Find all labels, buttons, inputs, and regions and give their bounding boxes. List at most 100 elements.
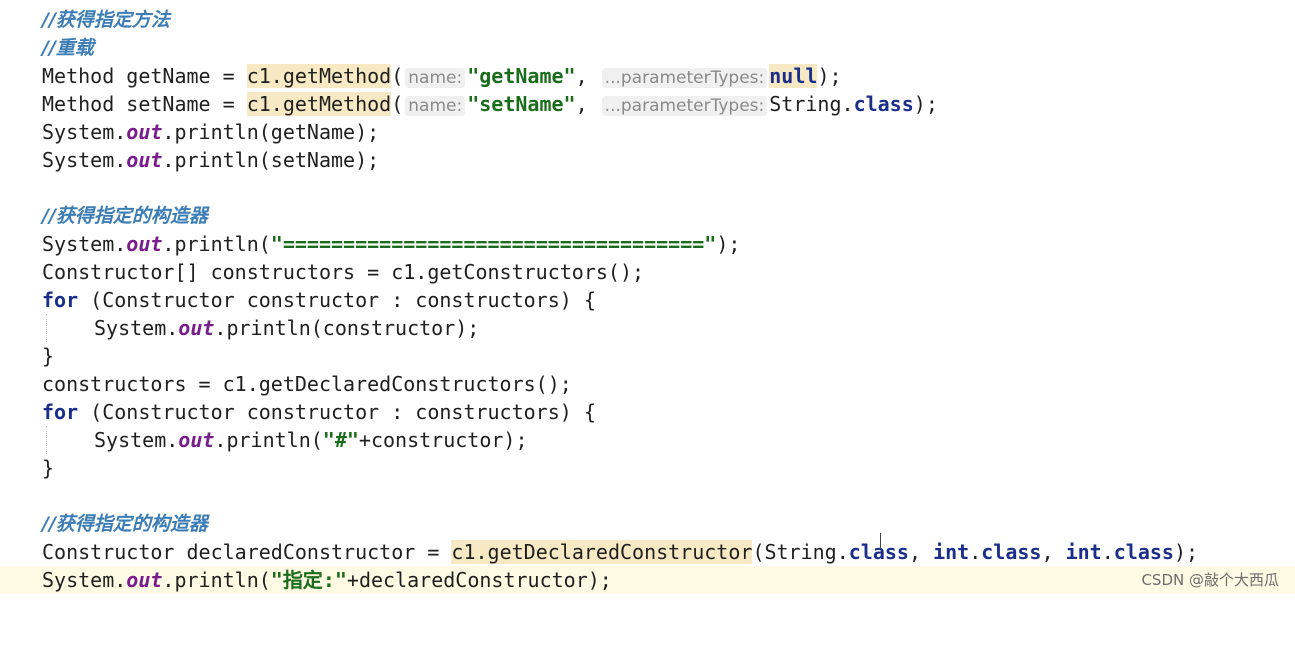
keyword-class: class [981, 540, 1042, 564]
code-token: . [1101, 540, 1114, 564]
code-token: , [908, 540, 934, 564]
code-text: constructors = c1.getDeclaredConstructor… [42, 372, 572, 396]
code-line[interactable]: for (Constructor constructor : construct… [0, 398, 596, 426]
code-line[interactable]: //获得指定方法 [0, 6, 170, 34]
code-token: .println(getName); [162, 120, 380, 144]
code-line[interactable]: //获得指定的构造器 [0, 510, 208, 538]
code-text: System.out.println("#"+constructor); [94, 426, 528, 454]
code-token: (Constructor constructor : constructors)… [78, 288, 596, 312]
code-token: .println(setName); [162, 148, 380, 172]
code-token: .println(constructor); [214, 316, 480, 340]
keyword-int: int [933, 540, 970, 564]
code-token: . [969, 540, 982, 564]
code-token: System. [94, 428, 179, 452]
code-token: System. [42, 120, 127, 144]
code-line[interactable]: } [0, 342, 54, 370]
code-line[interactable]: Method setName = c1.getMethod(name:"setN… [0, 90, 938, 118]
keyword-for: for [42, 288, 79, 312]
static-field: out [178, 428, 215, 452]
code-token: , [575, 92, 600, 116]
code-token: .println( [214, 428, 323, 452]
code-line[interactable]: System.out.println(setName); [0, 146, 379, 174]
code-token: System. [94, 316, 179, 340]
indent-guide [46, 426, 48, 454]
comment-get-constructor: //获得指定的构造器 [42, 205, 208, 227]
code-token: ( [391, 64, 404, 88]
static-field: out [126, 148, 163, 172]
code-token: ); [1173, 540, 1199, 564]
code-token: String. [769, 92, 854, 116]
keyword-for: for [42, 400, 79, 424]
code-line-current[interactable]: System.out.println("指定:"+declaredConstru… [0, 566, 1295, 594]
method-call-highlight: c1.getMethod [246, 64, 392, 88]
indent-guide [46, 314, 48, 342]
code-line[interactable]: constructors = c1.getDeclaredConstructor… [0, 370, 572, 398]
method-call-highlight: c1.getMethod [246, 92, 392, 116]
code-text: Method setName = c1.getMethod(name:"setN… [42, 90, 938, 120]
code-editor[interactable]: //获得指定方法 //重载 Method getName = c1.getMet… [0, 0, 1295, 602]
code-token: ( [391, 92, 404, 116]
comment-get-constructor: //获得指定的构造器 [42, 513, 208, 535]
static-field: out [126, 568, 163, 592]
code-line[interactable]: } [0, 454, 54, 482]
parameter-hint-types: ...parameterTypes: [601, 96, 768, 116]
code-text: System.out.println(constructor); [94, 314, 479, 342]
code-text: for (Constructor constructor : construct… [42, 398, 596, 426]
code-line[interactable]: System.out.println(constructor); [0, 314, 479, 342]
code-token: System. [42, 232, 127, 256]
string-literal: "getName" [467, 64, 576, 88]
parameter-hint-types: ...parameterTypes: [601, 68, 768, 88]
watermark: CSDN @敲个大西瓜 [1141, 571, 1279, 589]
code-token: System. [42, 148, 127, 172]
string-literal: "指定:" [270, 568, 347, 592]
code-line[interactable]: //重载 [0, 34, 94, 62]
code-token: Constructor declaredConstructor = [42, 540, 452, 564]
code-token: System. [42, 568, 127, 592]
code-text: for (Constructor constructor : construct… [42, 286, 596, 314]
code-token: Method setName = [42, 92, 247, 116]
code-line[interactable]: System.out.println("====================… [0, 230, 740, 258]
keyword-int: int [1065, 540, 1102, 564]
comment-get-method: //获得指定方法 [42, 9, 170, 31]
static-field: out [126, 120, 163, 144]
code-line[interactable]: System.out.println(getName); [0, 118, 379, 146]
code-token: Method getName = [42, 64, 247, 88]
string-literal: "setName" [467, 92, 576, 116]
keyword-class: class [1113, 540, 1174, 564]
text-cursor-icon [880, 533, 883, 549]
keyword-class: class [853, 92, 914, 116]
keyword-class: class [848, 540, 909, 564]
code-text: Constructor declaredConstructor = c1.get… [42, 538, 1198, 566]
static-field: out [126, 232, 163, 256]
comment-overload: //重载 [42, 37, 94, 59]
code-line[interactable]: Method getName = c1.getMethod(name:"getN… [0, 62, 842, 90]
code-text: Constructor[] constructors = c1.getConst… [42, 260, 645, 284]
code-text: System.out.println("指定:"+declaredConstru… [42, 566, 612, 594]
code-token: .println( [162, 568, 271, 592]
code-text: System.out.println("====================… [42, 230, 740, 258]
code-token: (Constructor constructor : constructors)… [78, 400, 596, 424]
code-token: , [1041, 540, 1066, 564]
keyword-null: null [769, 64, 818, 88]
code-token: (String. [752, 540, 849, 564]
code-text: } [42, 456, 55, 480]
code-line[interactable]: Constructor[] constructors = c1.getConst… [0, 258, 644, 286]
code-line[interactable]: System.out.println("#"+constructor); [0, 426, 528, 454]
code-token: , [575, 64, 600, 88]
parameter-hint-name: name: [405, 96, 466, 116]
code-token: +constructor); [358, 428, 528, 452]
code-line[interactable]: for (Constructor constructor : construct… [0, 286, 596, 314]
code-token: .println( [162, 232, 271, 256]
code-token: ); [716, 232, 741, 256]
code-line[interactable]: Constructor declaredConstructor = c1.get… [0, 538, 1198, 566]
code-token: ); [913, 92, 938, 116]
method-call-highlight: c1.getDeclaredConstructor [451, 540, 753, 564]
code-text: } [42, 344, 55, 368]
parameter-hint-name: name: [405, 68, 466, 88]
code-line[interactable]: //获得指定的构造器 [0, 202, 208, 230]
code-text: Method getName = c1.getMethod(name:"getN… [42, 62, 842, 92]
code-token: ); [817, 64, 842, 88]
string-literal: "===================================" [270, 232, 717, 256]
code-text: System.out.println(getName); [42, 118, 379, 146]
code-text: System.out.println(setName); [42, 146, 379, 174]
